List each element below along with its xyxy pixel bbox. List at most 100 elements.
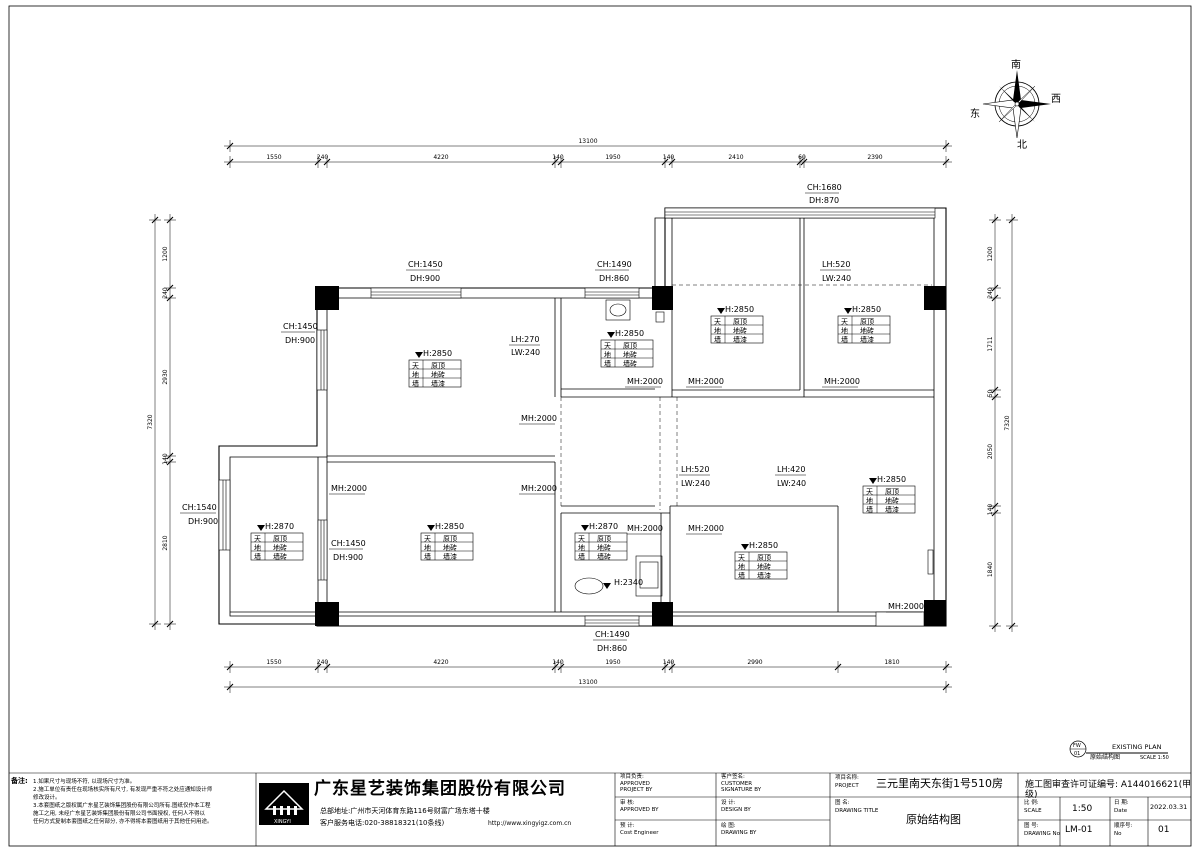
- bottom-dimension: 4220: [433, 659, 448, 666]
- column: [924, 286, 946, 310]
- svg-text:CH:1490: CH:1490: [597, 260, 632, 269]
- svg-text:CH:1450: CH:1450: [408, 260, 443, 269]
- room-row-value: 原顶: [431, 362, 445, 370]
- room-row-value: 地砖: [885, 496, 899, 505]
- svg-text:MH:2000: MH:2000: [521, 414, 557, 423]
- approved-label: 项目负责:: [620, 774, 644, 780]
- svg-text:CH:1490: CH:1490: [595, 630, 630, 639]
- drawing-no-value: LM-01: [1065, 825, 1093, 835]
- svg-text:DH:860: DH:860: [597, 644, 627, 653]
- door-height-label: MH:2000: [686, 524, 724, 535]
- room-row-value: 地砖: [431, 370, 445, 379]
- room-tag: H:2850天原顶地地砖墙墙砖: [600, 329, 654, 368]
- svg-text:LH:520: LH:520: [681, 465, 709, 474]
- room-row-value: 原顶: [885, 488, 899, 496]
- right-dimension: 2050: [987, 444, 994, 459]
- room-row-value: 墙漆: [733, 335, 747, 344]
- svg-text:DH:870: DH:870: [809, 196, 839, 205]
- room-row-key: 天: [866, 488, 873, 496]
- room-row-value: 墙漆: [443, 552, 457, 561]
- date-value: 2022.03.31: [1150, 803, 1188, 811]
- svg-text:LH:270: LH:270: [511, 335, 539, 344]
- sink-icon: [605, 299, 631, 321]
- right-dimension: 140: [987, 504, 994, 516]
- door-height-label: MH:2000: [625, 377, 663, 388]
- room-height: H:2850: [435, 522, 464, 531]
- compass-icon: 南 西 东 北: [970, 58, 1061, 151]
- room-tag: H:2870天原顶地地砖墙墙砖: [574, 522, 628, 561]
- room-tag: H:2850天原顶地地砖墙墙漆: [420, 522, 474, 561]
- plan-stamp-sub: 01: [1074, 751, 1080, 757]
- top-dimension: 60: [798, 154, 806, 161]
- plan-stamp-num: FW: [1073, 743, 1081, 749]
- svg-text:MH:2000: MH:2000: [331, 484, 367, 493]
- room-row-key: 墙: [604, 359, 611, 368]
- svg-text:LH:420: LH:420: [777, 465, 805, 474]
- drawing-label: 绘 图:: [721, 823, 736, 829]
- room-row-key: 地: [738, 562, 745, 571]
- approved2-en: APPROVED BY: [620, 807, 659, 813]
- room-row-value: 原顶: [273, 535, 287, 543]
- room-height: H:2870: [265, 522, 294, 531]
- drawing-title: 原始结构图: [906, 813, 961, 826]
- right-dimension: 50: [987, 390, 994, 398]
- svg-text:MH:2000: MH:2000: [627, 377, 663, 386]
- room-row-value: 原顶: [757, 554, 771, 562]
- project-label: 项目名称:: [835, 775, 859, 781]
- room-row-key: 墙: [738, 571, 745, 580]
- scale-label: 比 例:: [1024, 800, 1039, 806]
- svg-text:LW:240: LW:240: [511, 348, 540, 357]
- room-row-value: 墙砖: [623, 359, 637, 368]
- plan-stamp: FW 01 原始结构图 EXISTING PLAN SCALE 1:50: [1069, 740, 1169, 761]
- sheet-border: [8, 5, 1192, 847]
- customer-label: 客户签名:: [721, 774, 745, 780]
- room-height: H:2870: [589, 522, 618, 531]
- room-row-value: 原顶: [597, 535, 611, 543]
- room-tag: H:2850天原顶地地砖墙墙漆: [837, 305, 891, 344]
- svg-text:LW:240: LW:240: [681, 479, 710, 488]
- overall-dimension-bottom: 13100: [578, 679, 597, 686]
- room-height: H:2850: [852, 305, 881, 314]
- door-height-label: MH:2000: [822, 377, 860, 388]
- top-dimension: 2410: [728, 154, 743, 161]
- bottom-dimension: 1810: [884, 659, 899, 666]
- left-dimension: 2930: [162, 369, 169, 384]
- room-row-key: 天: [841, 318, 848, 326]
- column: [315, 286, 339, 310]
- room-row-key: 天: [412, 362, 419, 370]
- bottom-dimension: 140: [663, 659, 675, 666]
- room-row-value: 墙漆: [431, 379, 445, 388]
- approved-en: APPROVED PROJECT BY: [620, 781, 653, 793]
- bottom-dimension: 1950: [605, 659, 620, 666]
- company-hq: 总部地址:广州市天河体育东路116号财富广场东塔十楼: [320, 807, 490, 815]
- svg-text:DH:900: DH:900: [333, 553, 363, 562]
- notes-text: 1.如果尺寸与现场不符, 以现场尺寸为准。 2.施工单位有责任在现场核实所有尺寸…: [33, 779, 213, 825]
- svg-text:XINGYI: XINGYI: [274, 819, 291, 825]
- title-block-frame: [9, 772, 1191, 846]
- door-height-label: MH:2000: [625, 524, 663, 535]
- svg-text:DH:900: DH:900: [188, 517, 218, 526]
- room-height: H:2850: [423, 349, 452, 358]
- top-dimension: 240: [317, 154, 329, 161]
- svg-text:LW:240: LW:240: [777, 479, 806, 488]
- approved2-label: 审 核:: [620, 800, 635, 806]
- room-row-key: 天: [254, 535, 261, 543]
- svg-text:DH:900: DH:900: [285, 336, 315, 345]
- room-row-key: 地: [578, 543, 585, 552]
- company-service: 客户服务电话:020-38818321(10条线): [320, 819, 445, 827]
- company-logo: XINGYI: [259, 783, 309, 825]
- room-row-key: 天: [714, 318, 721, 326]
- room-row-value: 墙漆: [860, 335, 874, 344]
- cost-label: 预 计:: [620, 823, 635, 829]
- date-label: 日 期:: [1114, 800, 1129, 806]
- room-row-key: 地: [412, 370, 419, 379]
- drawing-title-label: 图 名:: [835, 800, 850, 806]
- room-row-key: 墙: [714, 335, 721, 344]
- column: [652, 602, 673, 626]
